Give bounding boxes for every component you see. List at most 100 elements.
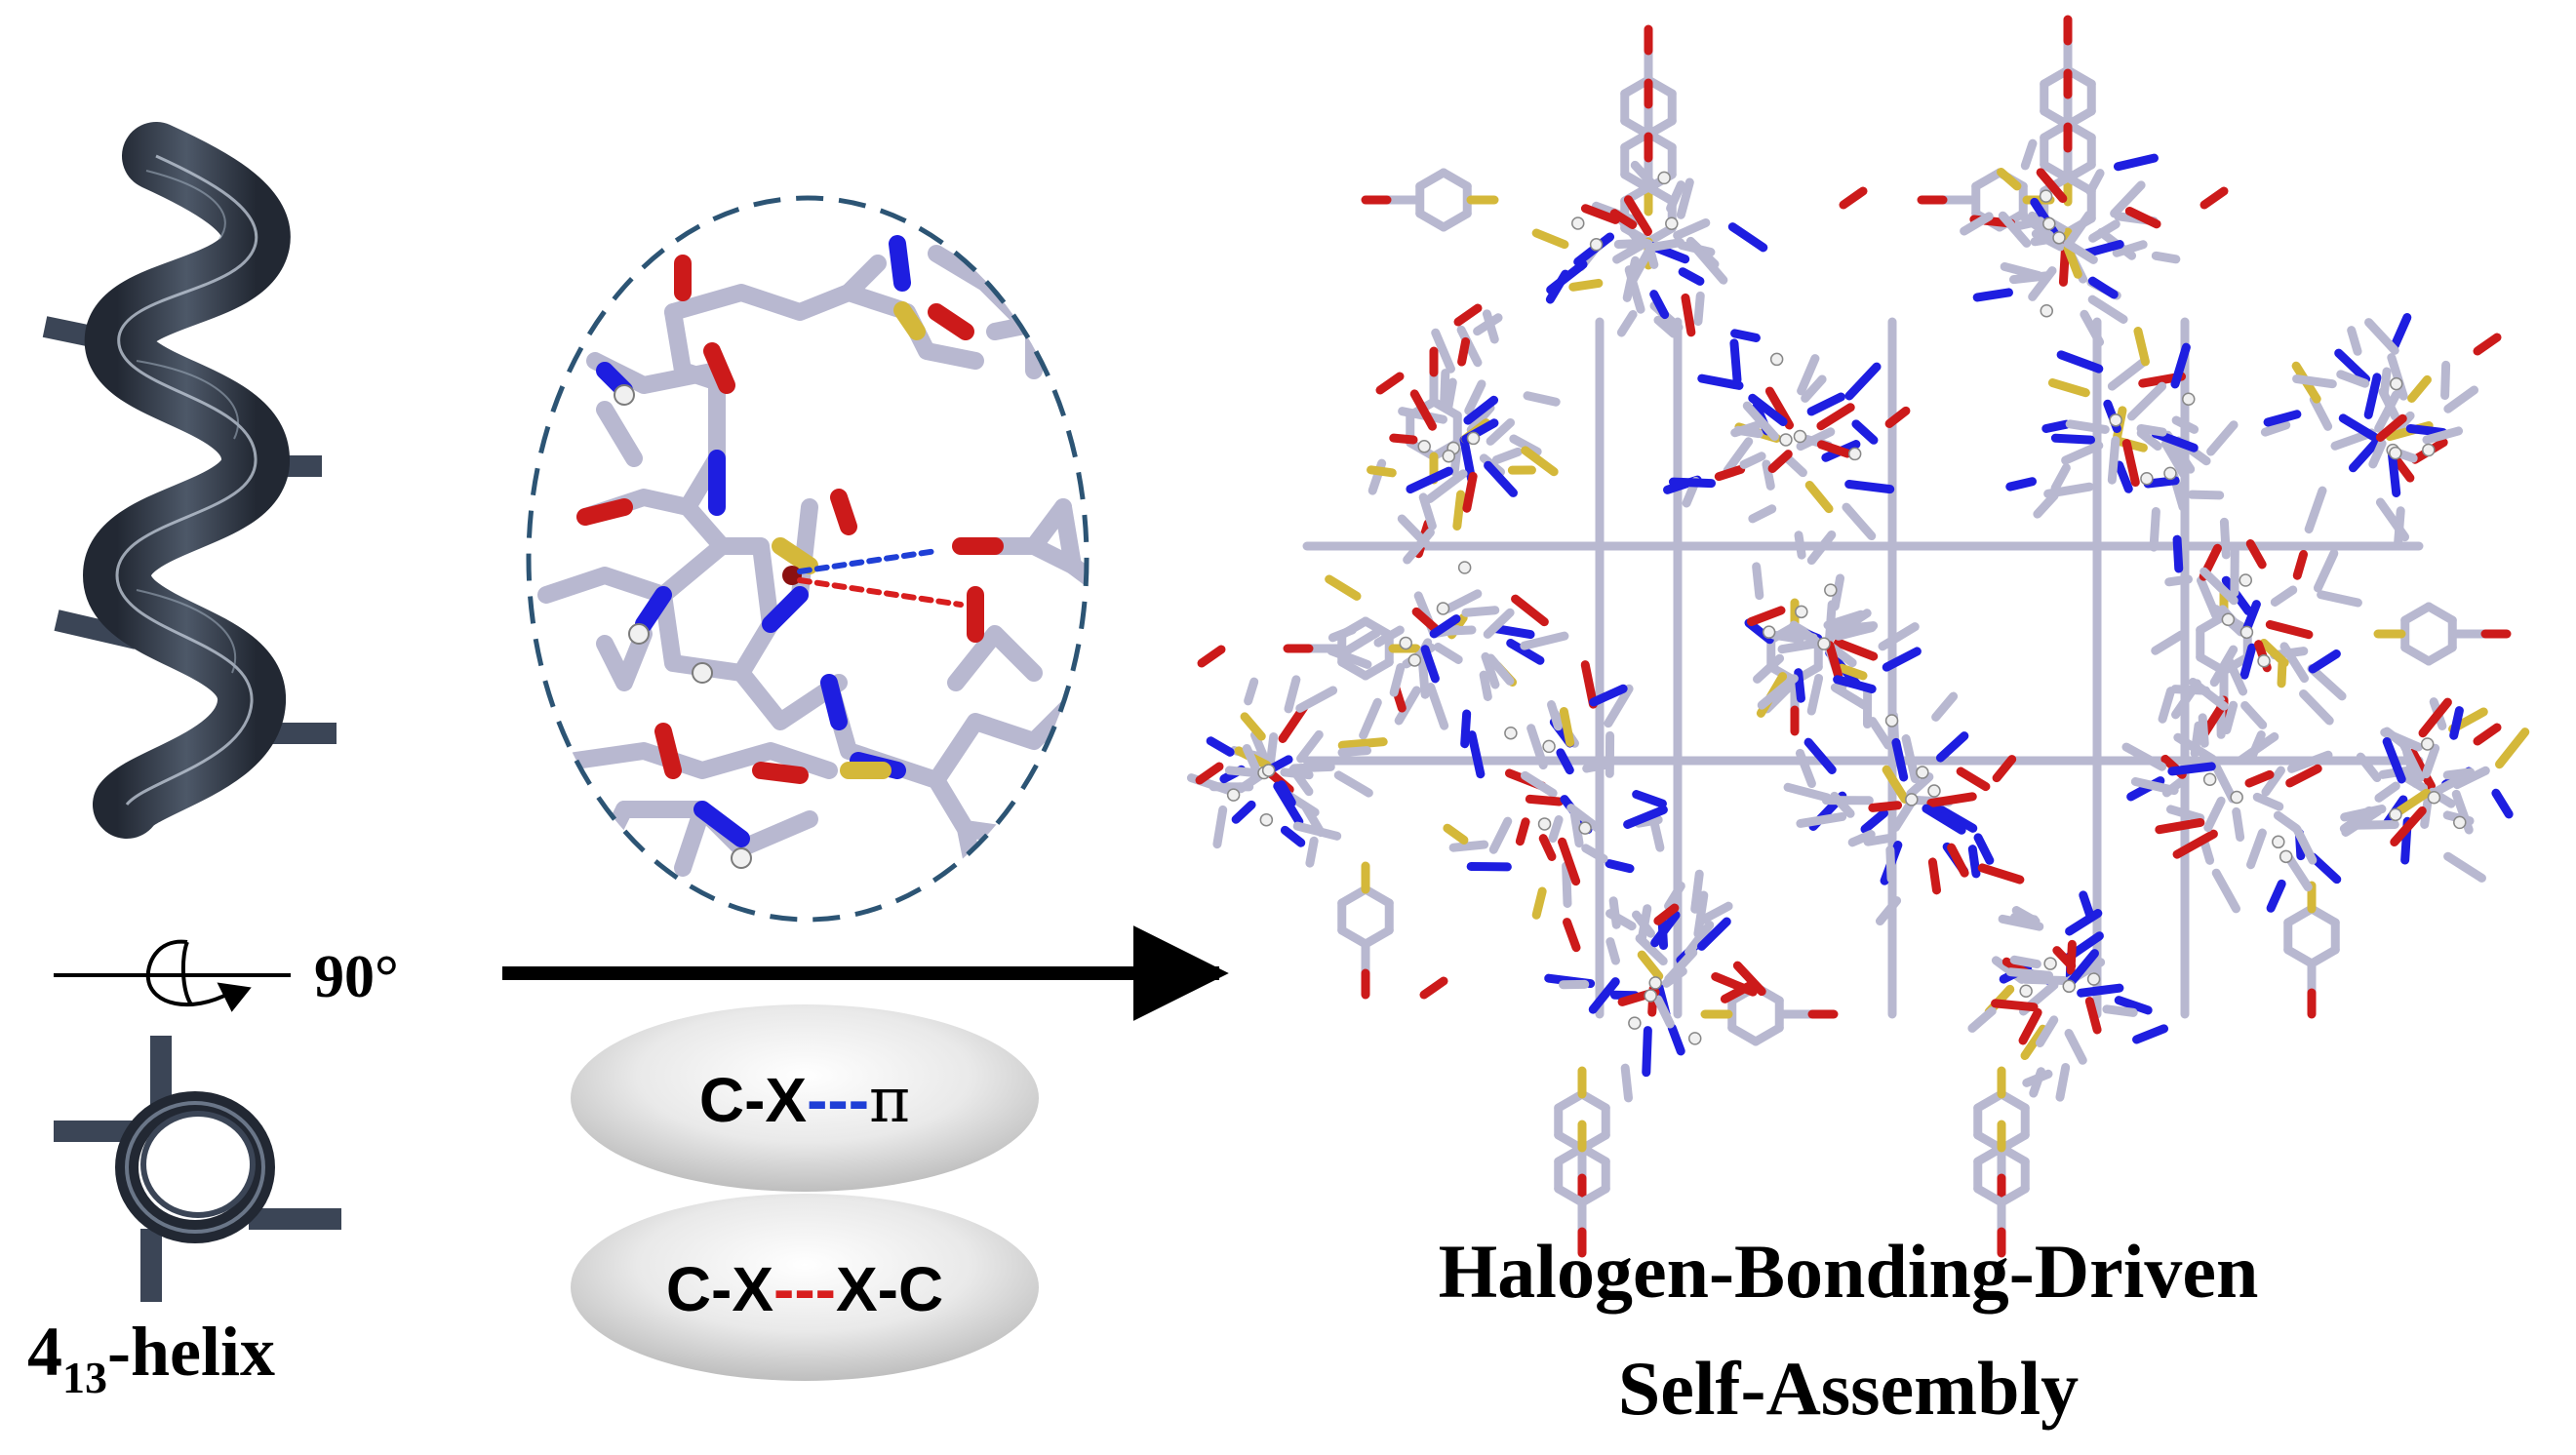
molecular-bond xyxy=(1697,374,1744,390)
molecular-bond xyxy=(2407,374,2432,403)
molecular-bond xyxy=(1206,736,1235,757)
molecular-bond xyxy=(1605,937,1620,965)
molecular-bond xyxy=(1746,606,1786,626)
zoomed-molecular-sticks xyxy=(537,235,1087,886)
molecular-bond xyxy=(1796,811,1847,828)
molecular-bond xyxy=(2133,327,2150,367)
molecular-bond xyxy=(1486,417,1516,446)
molecular-bond xyxy=(1777,639,1818,654)
molecular-bond xyxy=(1397,514,1431,549)
molecular-bond xyxy=(1926,792,1977,807)
molecular-bond xyxy=(2063,239,2098,264)
molecular-bond xyxy=(2063,244,2082,279)
molecular-bond xyxy=(1664,948,1698,984)
molecular-bond xyxy=(1373,625,1405,648)
molecular-bond xyxy=(1389,662,1406,697)
molecular-bond xyxy=(1676,177,1694,219)
molecular-bond xyxy=(1489,623,1535,640)
molecular-bond xyxy=(1431,328,1455,374)
molecular-bond xyxy=(1842,502,1877,541)
molecular-bond xyxy=(1289,762,1335,773)
molecular-bond xyxy=(2304,486,2327,534)
hydrogen-atom xyxy=(2272,835,2285,849)
molecular-bond xyxy=(1569,807,1584,848)
hydrogen-atom xyxy=(2042,216,2056,231)
molecular-bond xyxy=(1649,290,1670,320)
molecular-bond xyxy=(1361,657,1394,681)
molecular-bond xyxy=(2080,309,2105,347)
molecular-bond xyxy=(2165,805,2205,823)
molecular-bond xyxy=(2308,852,2342,885)
hydrogen-atom xyxy=(2202,772,2217,787)
molecular-bond xyxy=(1411,607,1440,633)
molecular-bond xyxy=(2313,548,2339,593)
molecular-bond xyxy=(1992,755,2017,783)
hydrogen-atom xyxy=(2239,625,2254,640)
molecular-bond xyxy=(2440,360,2451,401)
molecular-bond xyxy=(1231,800,1256,824)
molecular-bond xyxy=(1284,675,1301,714)
molecular-bond xyxy=(1997,167,2022,191)
molecular-bond xyxy=(1650,820,1665,852)
svg-text:413-helix: 413-helix xyxy=(27,1313,275,1402)
molecular-bond xyxy=(1337,657,1370,681)
hydrogen-atom xyxy=(1905,793,1919,806)
molecular-bond xyxy=(1673,217,1711,240)
helix-top-view xyxy=(54,1036,341,1302)
molecular-bond xyxy=(1525,794,1565,806)
hydrogen-atom xyxy=(1795,605,1808,619)
molecular-bond xyxy=(2077,983,2124,998)
molecular-bond xyxy=(1816,440,1852,458)
molecular-bond xyxy=(1612,239,1648,264)
hydrogen-atom xyxy=(1457,561,1472,574)
molecular-bond xyxy=(2008,271,2051,285)
molecular-bond xyxy=(1452,490,1466,531)
molecular-bond xyxy=(2307,945,2340,968)
molecular-bond xyxy=(1520,631,1569,650)
molecular-bond xyxy=(2390,806,2427,847)
zoom-boundary-circle xyxy=(526,195,1090,923)
molecular-bond xyxy=(1511,594,1549,627)
molecular-bond xyxy=(2307,664,2347,701)
molecular-bond xyxy=(1906,772,1934,799)
molecular-bond xyxy=(2087,276,2119,299)
zoomed-interaction-view xyxy=(526,195,1090,923)
molecular-bond xyxy=(1562,918,1581,953)
molecular-bond xyxy=(2197,575,2221,620)
molecular-bond xyxy=(1521,446,1559,477)
hydrogen-atom xyxy=(1762,625,1776,639)
molecular-bond xyxy=(2151,630,2186,655)
molecular-bond xyxy=(2047,378,2090,398)
molecular-bond xyxy=(2299,689,2334,726)
molecular-bond xyxy=(1333,770,1373,798)
molecular-bond xyxy=(2088,219,2120,243)
molecular-bond xyxy=(1466,403,1495,435)
molecular-bond xyxy=(2114,996,2153,1015)
molecular-bond xyxy=(2171,415,2200,434)
molecular-bond xyxy=(2167,762,2216,776)
molecular-bond xyxy=(2064,1029,2087,1065)
molecular-bond xyxy=(2394,506,2405,547)
molecular-bond xyxy=(1359,697,1382,740)
molecular-bond xyxy=(2050,433,2096,445)
molecular-bond xyxy=(1580,660,1598,709)
molecular-bond xyxy=(1973,1143,2006,1166)
molecular-bond xyxy=(2473,333,2502,356)
molecular-bond xyxy=(1403,528,1435,565)
molecular-bond xyxy=(1608,896,1621,929)
molecular-bond xyxy=(1794,668,1805,703)
hydrogen-atom xyxy=(2420,737,2435,751)
molecular-bond xyxy=(1931,802,1978,833)
molecular-bond xyxy=(2016,210,2054,240)
molecular-bond xyxy=(1515,817,1530,846)
molecular-bond xyxy=(1250,730,1268,759)
halogen-halogen-interaction-badge: C-X---X-C xyxy=(571,1194,1039,1381)
molecular-bond xyxy=(1389,433,1418,445)
molecular-bond xyxy=(2443,385,2479,413)
molecular-bond xyxy=(1767,450,1793,474)
halogen-halogen-suffix: X-C xyxy=(836,1254,943,1324)
molecular-bond xyxy=(1997,1089,2030,1113)
molecular-bond xyxy=(1973,1089,2006,1113)
molecular-bond xyxy=(1882,765,1910,804)
molecular-bond xyxy=(1526,724,1548,770)
